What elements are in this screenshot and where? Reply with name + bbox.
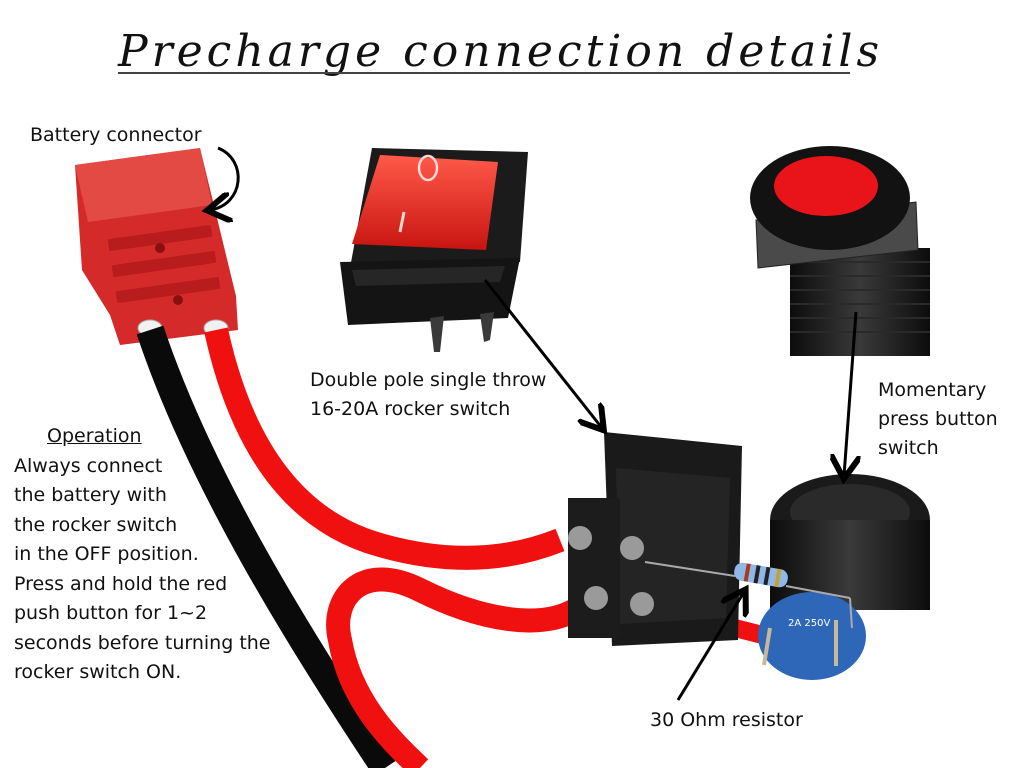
title-underline [118, 72, 850, 74]
operation-line: in the OFF position. [14, 543, 199, 565]
operation-line: the battery with [14, 484, 167, 506]
red-wire-main [204, 327, 565, 570]
rocker-terminal [568, 526, 592, 550]
operation-line: push button for 1~2 [14, 602, 208, 624]
rocker-on-symbol [398, 211, 406, 233]
rocker-switch-arrow [483, 279, 602, 428]
momentary-switch-label-line3: switch [878, 437, 939, 459]
resistor-label: 30 Ohm resistor [650, 709, 803, 731]
momentary-red-cap [774, 156, 878, 216]
rocker-off-symbol [417, 154, 439, 182]
rocker-switch-label-line1: Double pole single throw [310, 369, 547, 391]
button-terminal-base [758, 592, 866, 680]
momentary-button-arrow [844, 311, 856, 476]
momentary-button-wired: 2A 250V [758, 474, 930, 680]
momentary-button-top [750, 146, 930, 356]
black-wire [136, 325, 397, 768]
battery-connector [75, 148, 238, 345]
rocker-terminal [630, 592, 654, 616]
resistor-arrow [676, 592, 744, 701]
operation-line: the rocker switch [14, 513, 178, 536]
rocker-switch-label-line2: 16-20A rocker switch [310, 398, 511, 420]
battery-connector-label: Battery connector [30, 124, 202, 146]
rocker-switch-top [340, 148, 528, 352]
operation-heading: Operation [47, 425, 142, 447]
operation-notes: Operation Always connect the battery wit… [14, 422, 271, 688]
resistor [644, 561, 853, 629]
operation-line: seconds before turning the [14, 631, 271, 654]
battery-connector-arrow [210, 146, 240, 210]
momentary-switch-label-line1: Momentary [878, 379, 987, 401]
rocker-switch-wired [568, 432, 742, 646]
operation-line: Always connect [14, 454, 163, 477]
page-title: Precharge connection details [118, 26, 884, 77]
rocker-terminal [620, 536, 644, 560]
momentary-switch-label-line2: press button [878, 408, 998, 430]
operation-line: Press and hold the red [14, 572, 228, 595]
operation-line: rocker switch ON. [14, 661, 182, 683]
button-rating-marking: 2A 250V [788, 618, 830, 629]
rocker-terminal [584, 586, 608, 610]
